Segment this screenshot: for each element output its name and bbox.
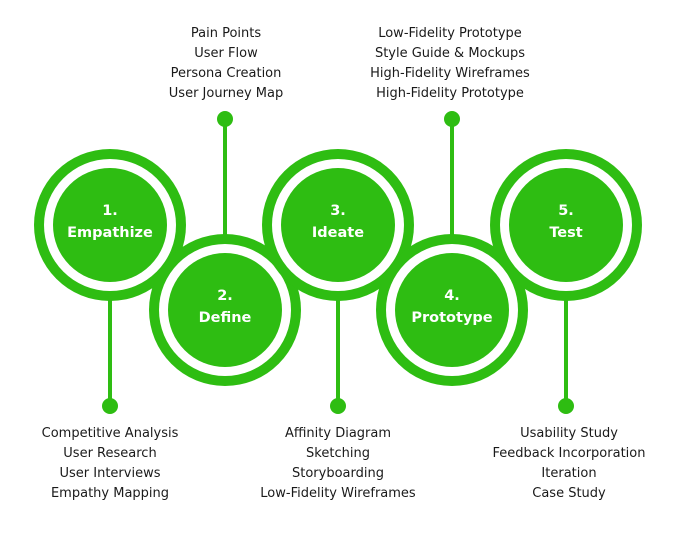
prototype-activity: Low-Fidelity Prototype [378,26,522,41]
ideate-activity: Affinity Diagram [284,426,392,441]
stage-empathize [34,149,186,301]
test-stage-number: 5. [558,203,574,219]
empathize-activities-list: Competitive Analysis User Research User … [0,424,230,504]
ideate-connector-dot [330,398,346,414]
test-connector-dot [558,398,574,414]
stage-labels: 1. Empathize 2. Define 3. Ideate 4. Prototype 5.… [67,203,583,326]
prototype-activity: Style Guide & Mockups [374,46,526,61]
define-activity: Persona Creation [170,66,282,81]
define-activity: User Journey Map [168,86,284,101]
prototype-stage-number: 4. [444,288,460,304]
ideate-activity: Sketching [306,446,370,461]
empathize-activity: Competitive Analysis [41,426,179,441]
empathize-connector-dot [102,398,118,414]
define-activity: User Flow [194,46,258,61]
stage-ideate [262,149,414,301]
define-activity: Pain Points [190,26,262,41]
ideate-activity: Low-Fidelity Wireframes [260,486,416,501]
ideate-stage-name: Ideate [312,225,364,241]
test-activity: Case Study [532,486,606,501]
empathize-stage-number: 1. [102,203,118,219]
test-core [509,168,623,282]
define-core [168,253,282,367]
define-stage-name: Define [199,310,252,326]
test-activities-list: Usability Study Feedback Incorporation I… [449,424,681,504]
ideate-stage-number: 3. [330,203,346,219]
stage-rings [34,149,642,386]
empathize-activity: Empathy Mapping [50,486,170,501]
prototype-stage-name: Prototype [411,310,492,326]
ideate-activity: Storyboarding [292,466,384,481]
prototype-activities-list: Low-Fidelity Prototype Style Guide & Moc… [330,24,570,104]
define-activities-list: Pain Points User Flow Persona Creation U… [106,24,346,104]
stage-prototype [376,234,528,386]
prototype-connector-dot [444,111,460,127]
empathize-stage-name: Empathize [67,225,153,241]
stage-test [490,149,642,301]
prototype-activity: High-Fidelity Wireframes [370,66,530,81]
empathize-core [53,168,167,282]
empathize-activity: User Interviews [59,466,161,481]
empathize-activity: User Research [63,446,157,461]
connectors [102,111,574,414]
test-activity: Iteration [541,466,597,481]
prototype-activity: High-Fidelity Prototype [376,86,524,101]
define-connector-dot [217,111,233,127]
test-activity: Feedback Incorporation [492,446,646,461]
prototype-core [395,253,509,367]
define-stage-number: 2. [217,288,233,304]
ideate-core [281,168,395,282]
stage-define [149,234,301,386]
ideate-activities-list: Affinity Diagram Sketching Storyboarding… [218,424,458,504]
test-activity: Usability Study [520,426,618,441]
test-stage-name: Test [549,225,582,241]
